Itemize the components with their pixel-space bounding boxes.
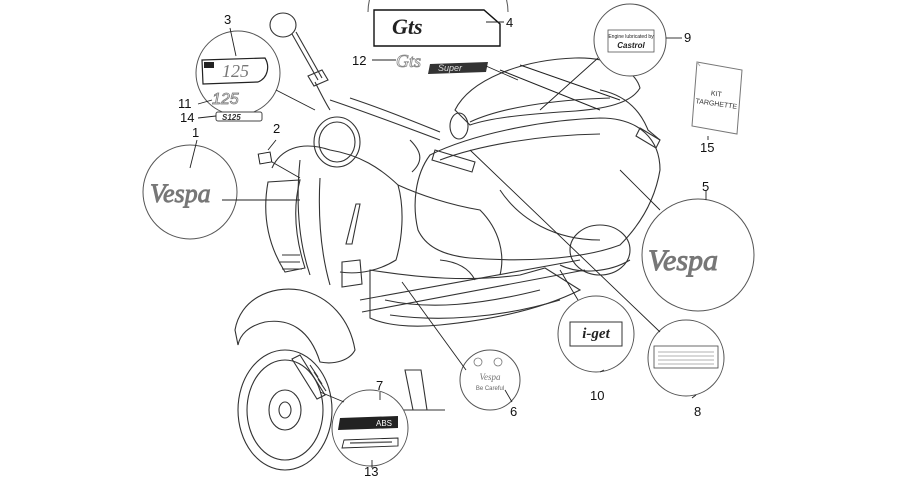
callout-1: 1 — [192, 125, 199, 140]
callout-numbers: 1 2 3 4 5 6 7 8 9 10 11 12 13 14 15 — [178, 12, 714, 479]
gts-badge-text: Gts — [392, 14, 423, 39]
castrol-line1-text: Engine lubricated by — [608, 34, 654, 40]
decal-be-careful: Vespa Be Careful — [459, 349, 521, 411]
vespa-left-text: Vespa — [150, 179, 211, 208]
decal-tag-2 — [257, 151, 273, 165]
callout-5: 5 — [702, 179, 709, 194]
decal-iget: i-get — [557, 295, 635, 373]
callout-15: 15 — [700, 140, 714, 155]
leader-lines — [189, 21, 709, 468]
decal-gts-badge: Gts — [367, 0, 509, 48]
callout-4: 4 — [506, 15, 513, 30]
callout-11: 11 — [178, 96, 192, 111]
callout-9: 9 — [684, 30, 691, 45]
callout-6: 6 — [510, 404, 517, 419]
callout-14: 14 — [180, 110, 194, 125]
decal-info-label — [647, 319, 725, 397]
callout-7: 7 — [376, 378, 383, 393]
be-careful-line1-text: Vespa — [480, 372, 501, 382]
iget-text: i-get — [582, 326, 610, 342]
be-careful-line2-text: Be Careful — [476, 386, 504, 392]
gts-super-gts-text: Gts — [396, 51, 421, 71]
callout-8: 8 — [694, 404, 701, 419]
badge-125-outline-text: 125 — [212, 91, 239, 108]
scooter-drawing — [234, 12, 661, 471]
decal-vespa-right: Vespa — [641, 198, 755, 312]
decal-gts-super: Gts Super — [396, 51, 488, 74]
abs-text: ABS — [376, 419, 392, 428]
decal-castrol: Engine lubricated by Castrol — [593, 3, 667, 77]
callout-2: 2 — [273, 121, 280, 136]
callout-13: 13 — [364, 464, 378, 479]
callout-3: 3 — [224, 12, 231, 27]
callout-12: 12 — [352, 53, 366, 68]
gts-super-super-text: Super — [438, 63, 463, 73]
vespa-right-text: Vespa — [648, 244, 718, 277]
decal-125-badge: 125 — [195, 30, 281, 116]
decal-s125-badge: S125 — [215, 111, 263, 122]
castrol-line2-text: Castrol — [617, 41, 645, 50]
badge-s125-text: S125 — [222, 113, 241, 122]
kit-line1-text: KIT — [710, 90, 722, 99]
decal-vespa-left: Vespa — [142, 144, 238, 240]
callout-10: 10 — [590, 388, 604, 403]
decal-abs: ABS — [331, 389, 409, 467]
kit-targhette-envelope: KIT TARGHETTE — [691, 61, 743, 135]
badge-125-text: 125 — [222, 61, 249, 81]
